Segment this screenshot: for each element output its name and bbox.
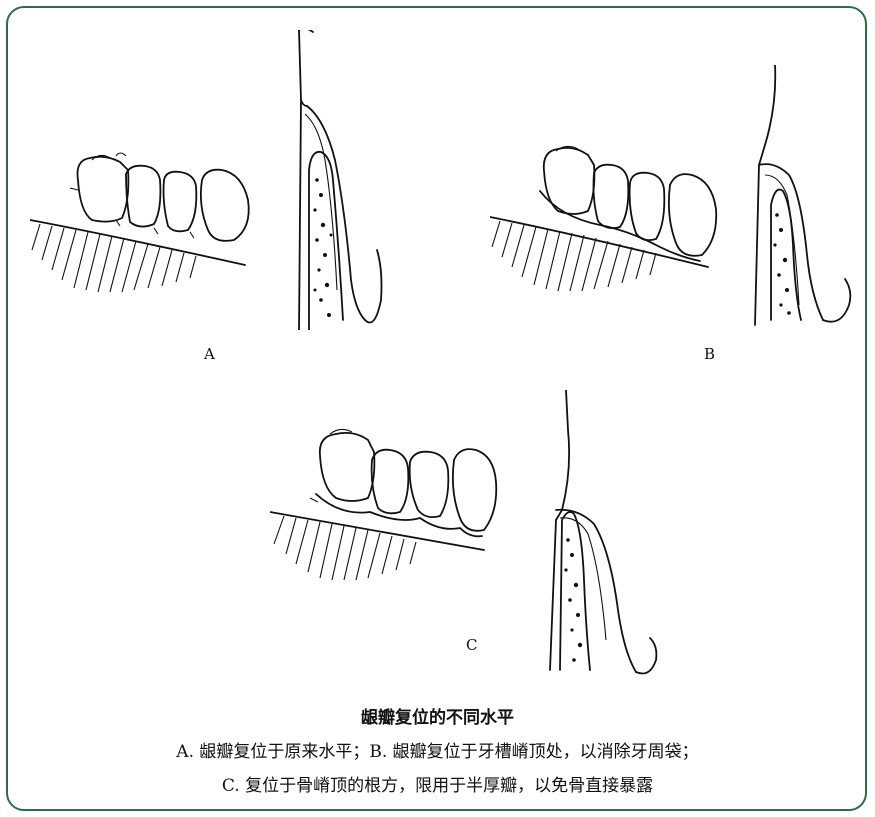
figure-caption-line-1: A. 龈瓣复位于原来水平；B. 龈瓣复位于牙槽嵴顶处，以消除牙周袋； [0, 737, 875, 762]
panel-c-cross-section [530, 390, 670, 680]
figure-caption-title: 龈瓣复位的不同水平 [0, 703, 875, 728]
panel-a-cross-section [285, 30, 405, 330]
panel-a-label: A [204, 345, 215, 363]
panel-b-teeth-illustration [490, 135, 730, 310]
figure-frame [6, 6, 867, 811]
panel-b-label: B [704, 345, 715, 363]
panel-b-cross-section [745, 65, 865, 335]
panel-c-label: C [466, 636, 477, 654]
figure-caption-line-2: C. 复位于骨嵴顶的根方，限用于半厚瓣，以免骨直接暴露 [0, 771, 875, 796]
panel-a-teeth-illustration [30, 140, 260, 310]
panel-c-teeth-illustration [270, 420, 510, 600]
